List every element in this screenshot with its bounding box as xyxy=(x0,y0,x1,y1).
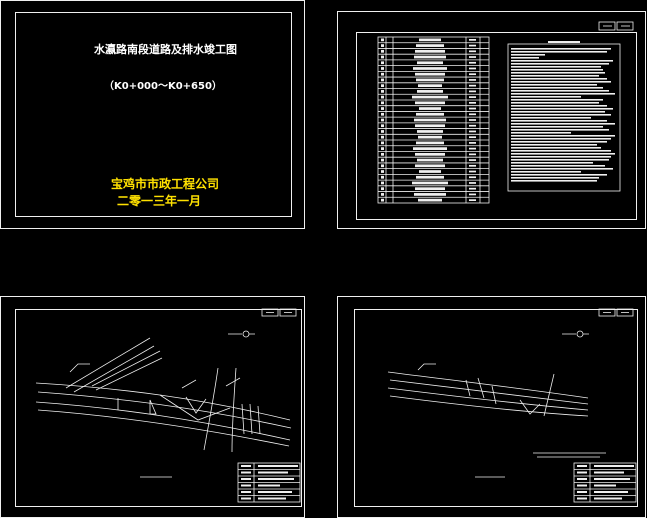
title-blocks xyxy=(237,308,637,503)
design-notes-box xyxy=(507,43,621,192)
project-title: 水瀛路南段道路及排水竣工图 xyxy=(94,43,237,56)
road-plan-2 xyxy=(387,330,606,478)
cover-sheet[interactable]: 水瀛路南段道路及排水竣工图 （K0+000～K0+650） 宝鸡市市政工程公司 … xyxy=(0,0,305,229)
design-notes-text xyxy=(511,41,615,182)
chainage-range: （K0+000～K0+650） xyxy=(104,81,222,92)
sheet-number-tabs xyxy=(598,21,634,31)
drawing-index-table xyxy=(377,36,490,204)
road-plan-1 xyxy=(35,330,292,478)
plan-2-inner-frame xyxy=(354,309,638,507)
title-block-text xyxy=(241,465,634,500)
index-inner-frame xyxy=(356,32,637,220)
plan-1-inner-frame xyxy=(15,309,302,507)
cover-inner-frame xyxy=(15,12,292,217)
index-sheet[interactable] xyxy=(337,11,646,229)
organization-name: 宝鸡市市政工程公司 xyxy=(111,177,220,191)
drawing-index-entries xyxy=(381,38,476,202)
drawing-date: 二零一三年一月 xyxy=(117,194,202,208)
